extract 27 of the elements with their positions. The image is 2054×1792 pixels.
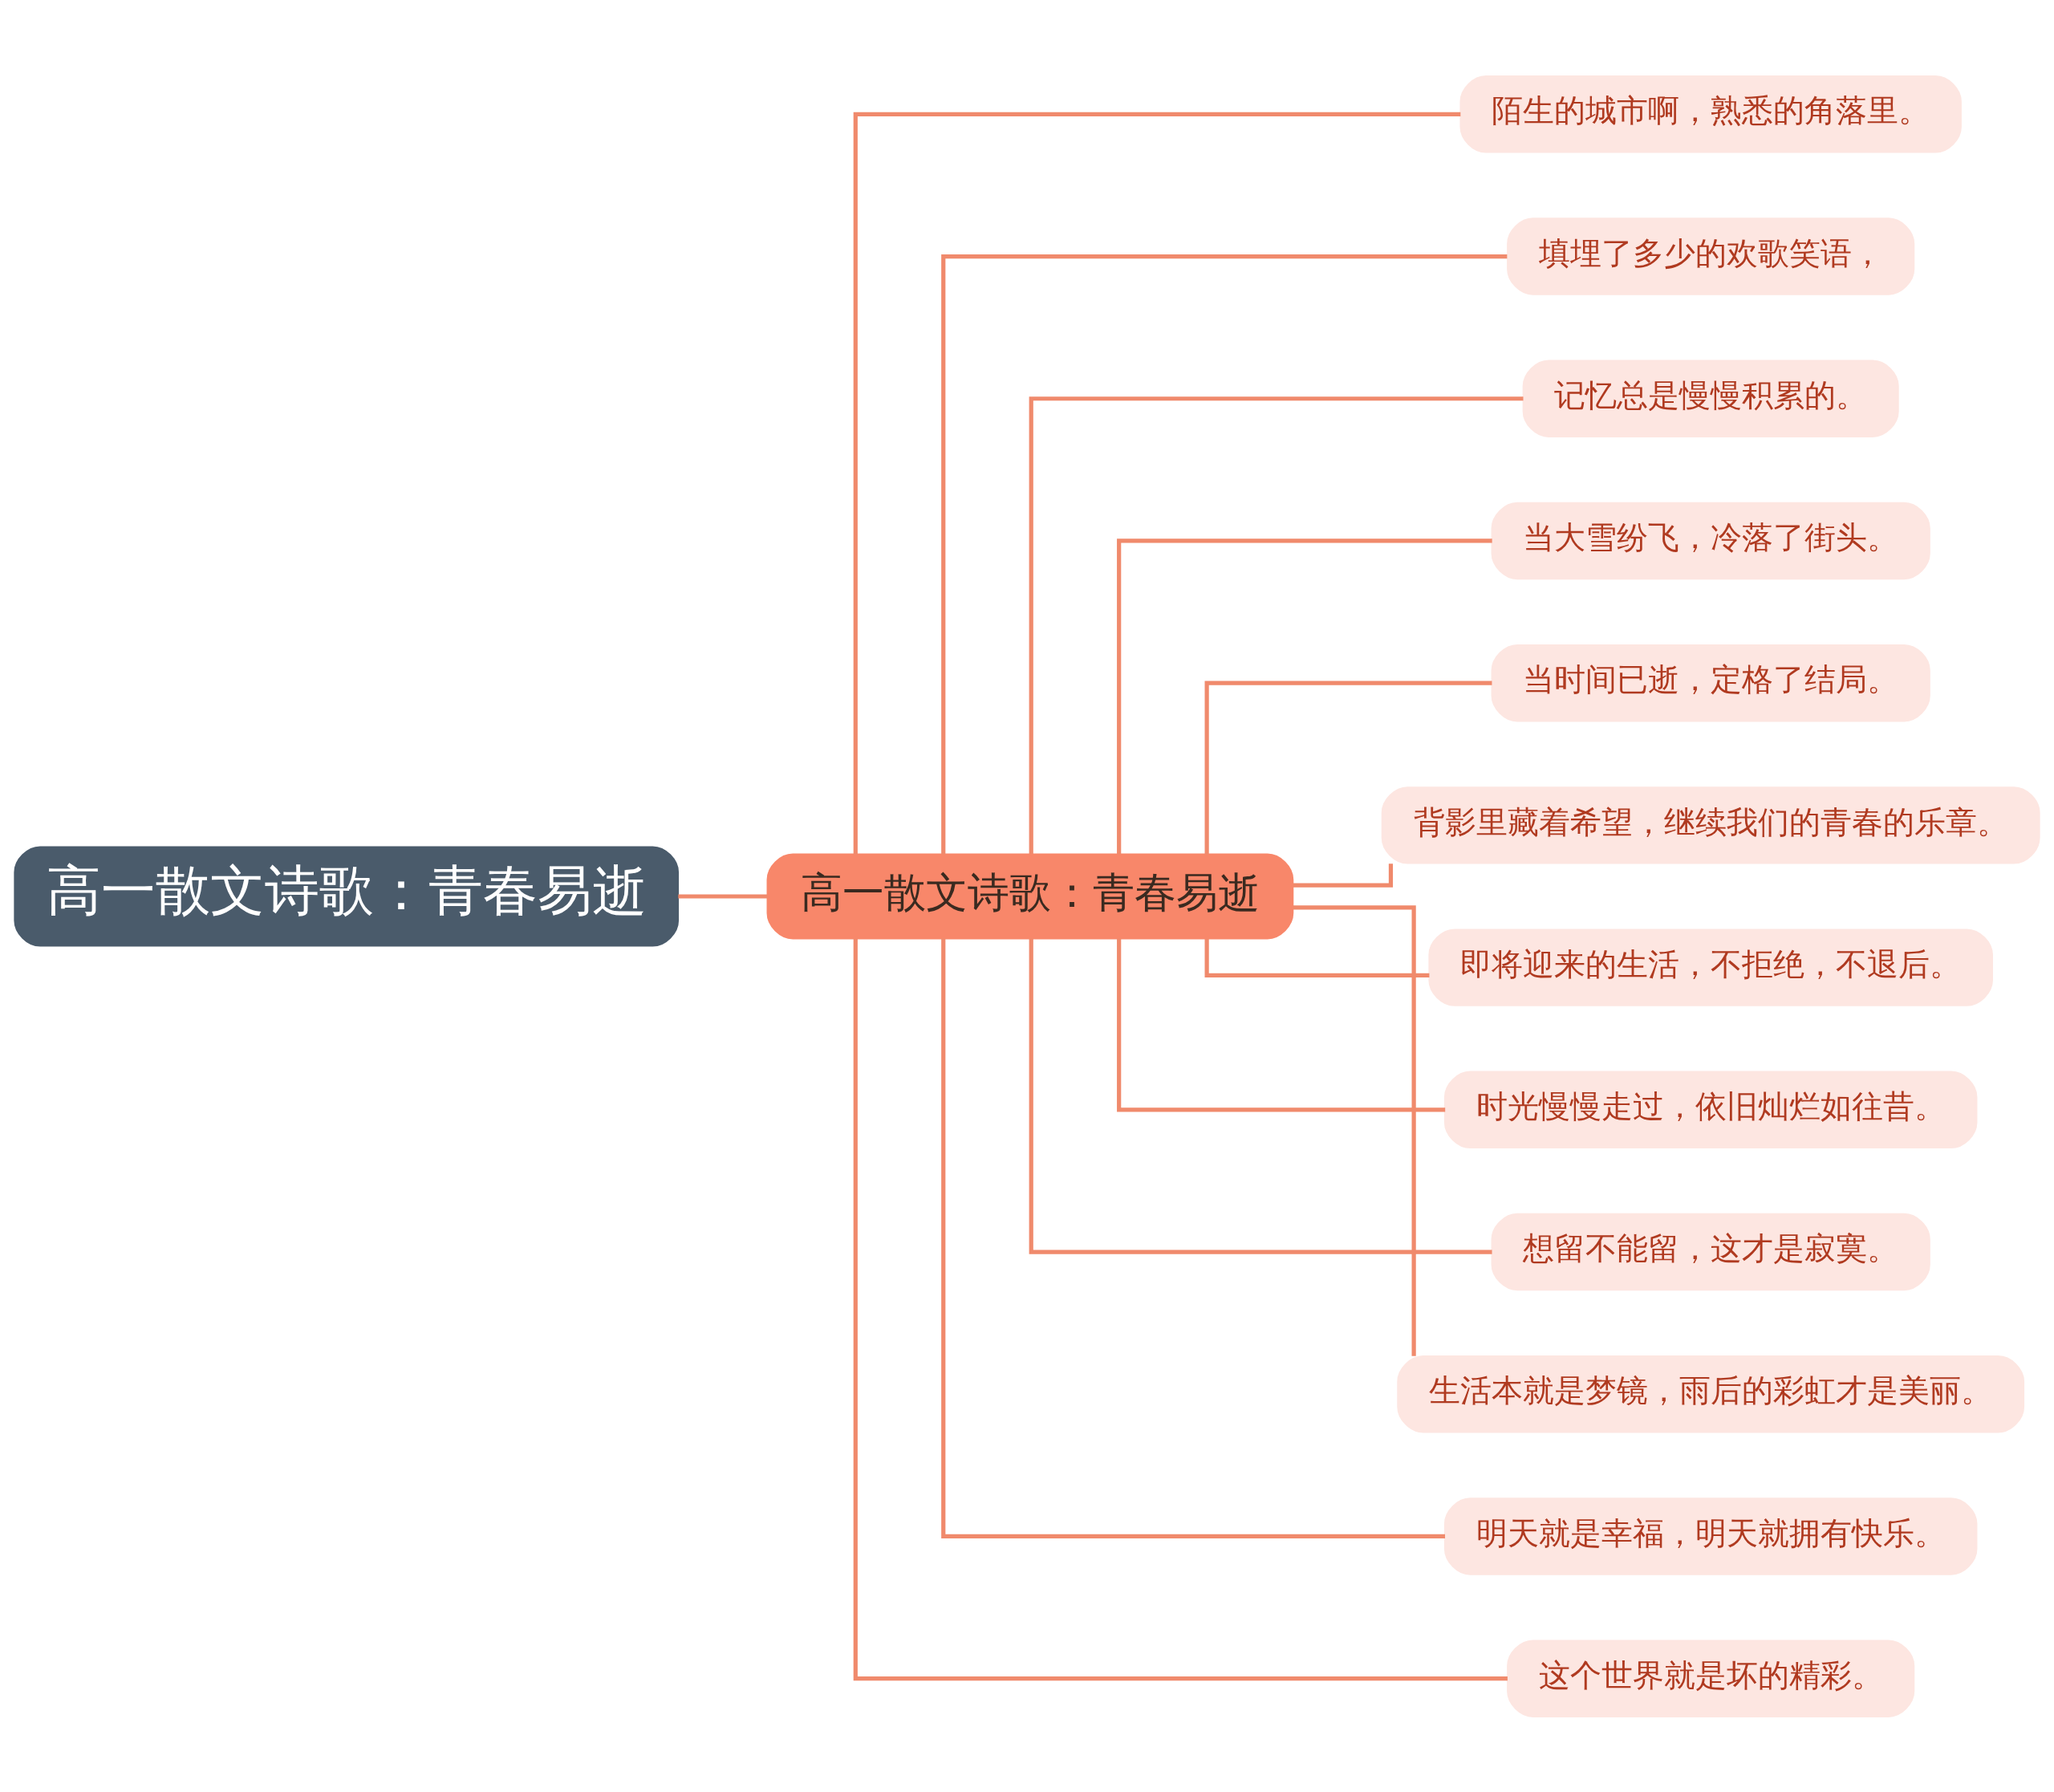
node-box: 生活本就是梦镜，雨后的彩虹才是美丽。 xyxy=(1397,1355,2025,1432)
node-box: 陌生的城市啊，熟悉的角落里。 xyxy=(1459,75,1962,153)
connector xyxy=(1293,863,1394,888)
connector xyxy=(1293,904,1416,1356)
node-box: 这个世界就是坏的精彩。 xyxy=(1507,1639,1915,1717)
node-box: 填埋了多少的欢歌笑语， xyxy=(1507,217,1915,295)
node-box: 高一散文诗歌：青春易逝 xyxy=(14,845,680,947)
node-box: 高一散文诗歌：青春易逝 xyxy=(766,853,1294,939)
connector xyxy=(1204,938,1430,977)
connector xyxy=(1117,938,1446,1111)
node-box: 即将迎来的生活，不拒绝，不退后。 xyxy=(1428,928,1993,1006)
connector xyxy=(941,254,1508,855)
connector xyxy=(853,937,1508,1680)
connector xyxy=(1029,396,1524,854)
node-box: 想留不能留，这才是寂寞。 xyxy=(1491,1213,1930,1290)
connector xyxy=(1029,938,1492,1254)
node-box: 时光慢慢走过，依旧灿烂如往昔。 xyxy=(1443,1071,1978,1148)
connector xyxy=(1204,681,1492,854)
node-box: 背影里藏着希望，继续我们的青春的乐章。 xyxy=(1381,786,2040,864)
connector xyxy=(941,937,1446,1538)
node-box: 明天就是幸福，明天就拥有快乐。 xyxy=(1443,1497,1978,1575)
node-box: 当时间已逝，定格了结局。 xyxy=(1491,644,1930,721)
connector xyxy=(1117,538,1492,854)
node-box: 记忆总是慢慢积累的。 xyxy=(1522,360,1899,437)
connector xyxy=(678,893,768,899)
node-box: 当大雪纷飞，冷落了街头。 xyxy=(1491,502,1930,579)
connector xyxy=(853,112,1461,855)
